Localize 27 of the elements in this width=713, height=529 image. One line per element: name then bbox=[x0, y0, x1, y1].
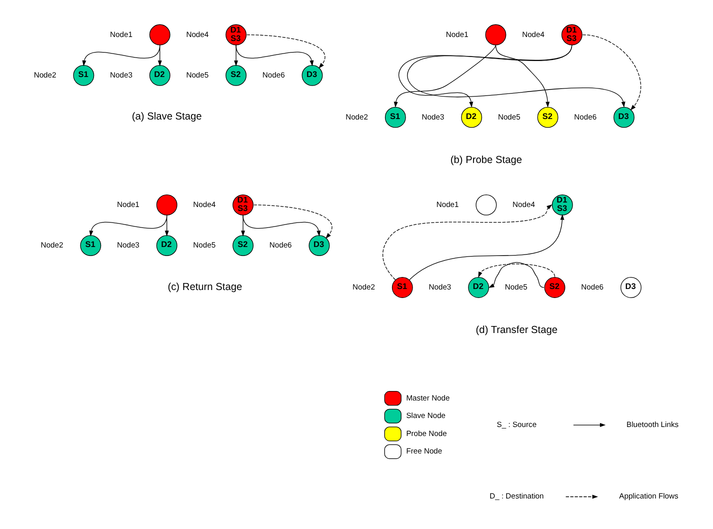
arrow bbox=[234, 44, 238, 66]
arrow bbox=[478, 264, 555, 278]
label: (b) Probe Stage bbox=[450, 154, 522, 166]
arrow bbox=[393, 44, 496, 108]
arrow bbox=[582, 34, 640, 110]
arrow bbox=[398, 44, 572, 108]
node-circle bbox=[148, 24, 170, 46]
arrow bbox=[494, 44, 550, 108]
arrow bbox=[242, 214, 320, 236]
label: (d) Transfer Stage bbox=[475, 325, 558, 336]
arrow bbox=[235, 44, 314, 66]
arrow bbox=[246, 34, 325, 69]
arrow bbox=[164, 214, 168, 236]
arrow bbox=[382, 204, 552, 280]
label: (a) Slave Stage bbox=[131, 112, 202, 123]
arrow bbox=[488, 262, 544, 288]
arrow bbox=[82, 44, 160, 66]
arrow bbox=[253, 204, 332, 239]
arrow bbox=[88, 214, 167, 236]
arrow bbox=[240, 214, 245, 236]
node-circle bbox=[484, 24, 506, 46]
arrow bbox=[408, 214, 564, 280]
arrow bbox=[157, 44, 162, 66]
node-circle bbox=[475, 194, 496, 216]
node-circle bbox=[156, 194, 177, 216]
label: (c) Return Stage bbox=[167, 282, 242, 293]
arrow bbox=[406, 44, 625, 108]
